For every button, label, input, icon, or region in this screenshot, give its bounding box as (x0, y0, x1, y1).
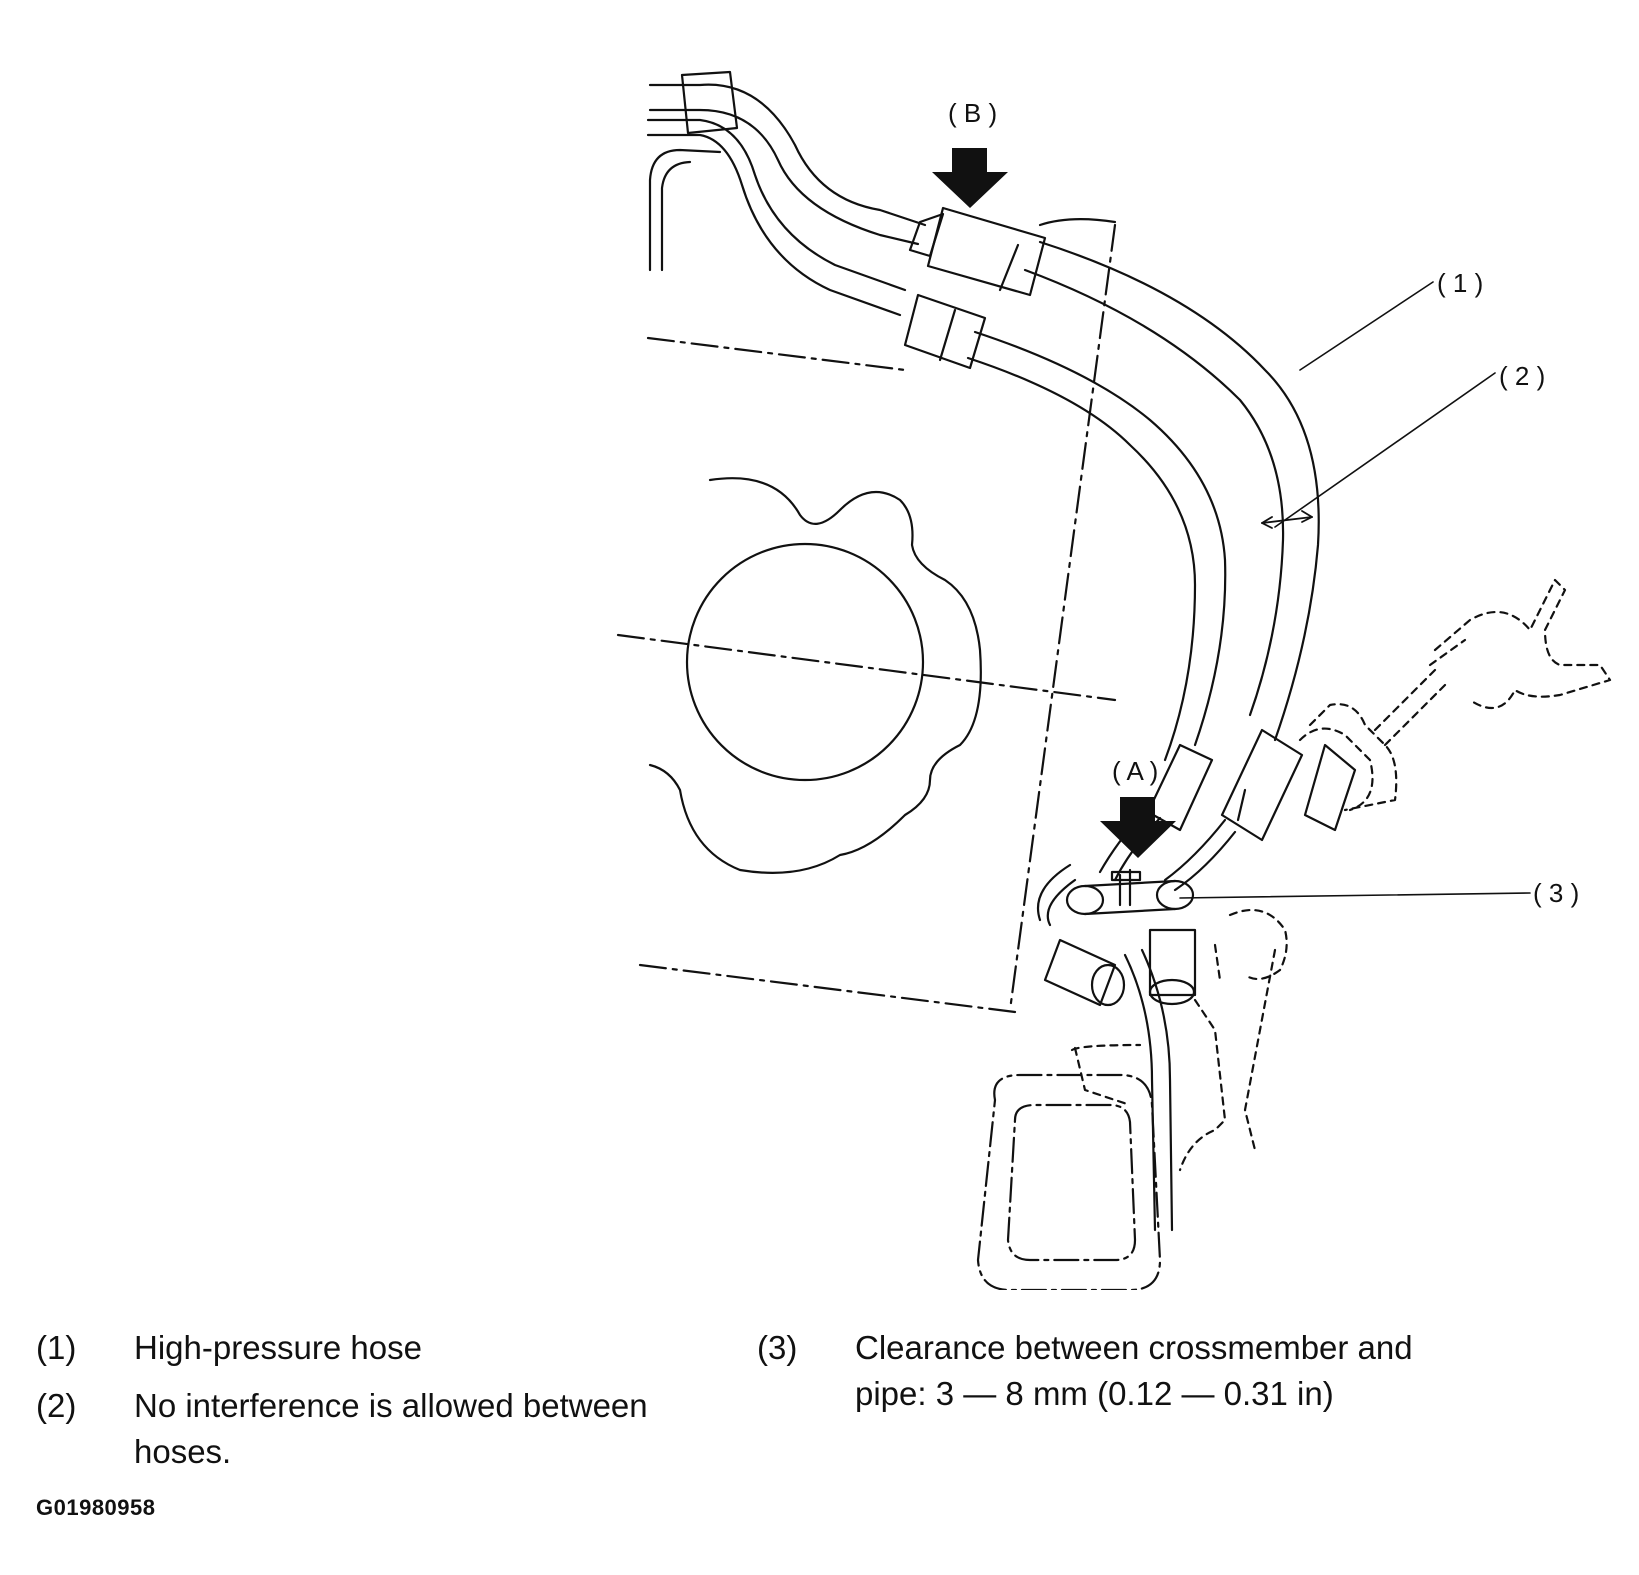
callout-1: ( 1 ) (1437, 268, 1483, 298)
arrow-a (1100, 797, 1176, 858)
legend-text: High-pressure hose (134, 1329, 422, 1366)
callout-a: ( A ) (1112, 756, 1158, 786)
legend-text: Clearance between crossmember and pipe: … (855, 1329, 1413, 1412)
leader-lines (1179, 281, 1531, 899)
arrow-b (932, 148, 1008, 208)
callout-b: ( B ) (948, 98, 997, 128)
high-pressure-hose (648, 83, 1320, 742)
crossmember-outline (1070, 578, 1612, 1172)
hose-routing-diagram: ( B ) ( A ) ( 1 ) ( 2 ) ( 3 ) (616, 70, 1612, 1290)
legend-number: (1) (36, 1329, 77, 1366)
legend-number: (2) (36, 1387, 77, 1424)
circular-boss (685, 542, 925, 782)
panel-top-edge (1038, 218, 1117, 227)
phantom-lines (616, 223, 1117, 1014)
legend-text: No interference is allowed between hoses… (134, 1387, 648, 1470)
callout-3: ( 3 ) (1533, 878, 1579, 908)
upper-fittings (680, 70, 1047, 370)
figure-id: G01980958 (36, 1495, 156, 1520)
clearance-arrow (1261, 510, 1313, 529)
low-pressure-hose (646, 118, 1227, 762)
clamp-bracket (1043, 868, 1197, 1007)
legend-number: (3) (757, 1329, 798, 1366)
lower-fittings (1146, 728, 1357, 842)
callout-2: ( 2 ) (1499, 361, 1545, 391)
square-bracket-outline (976, 1073, 1162, 1290)
engine-outline (648, 148, 982, 874)
